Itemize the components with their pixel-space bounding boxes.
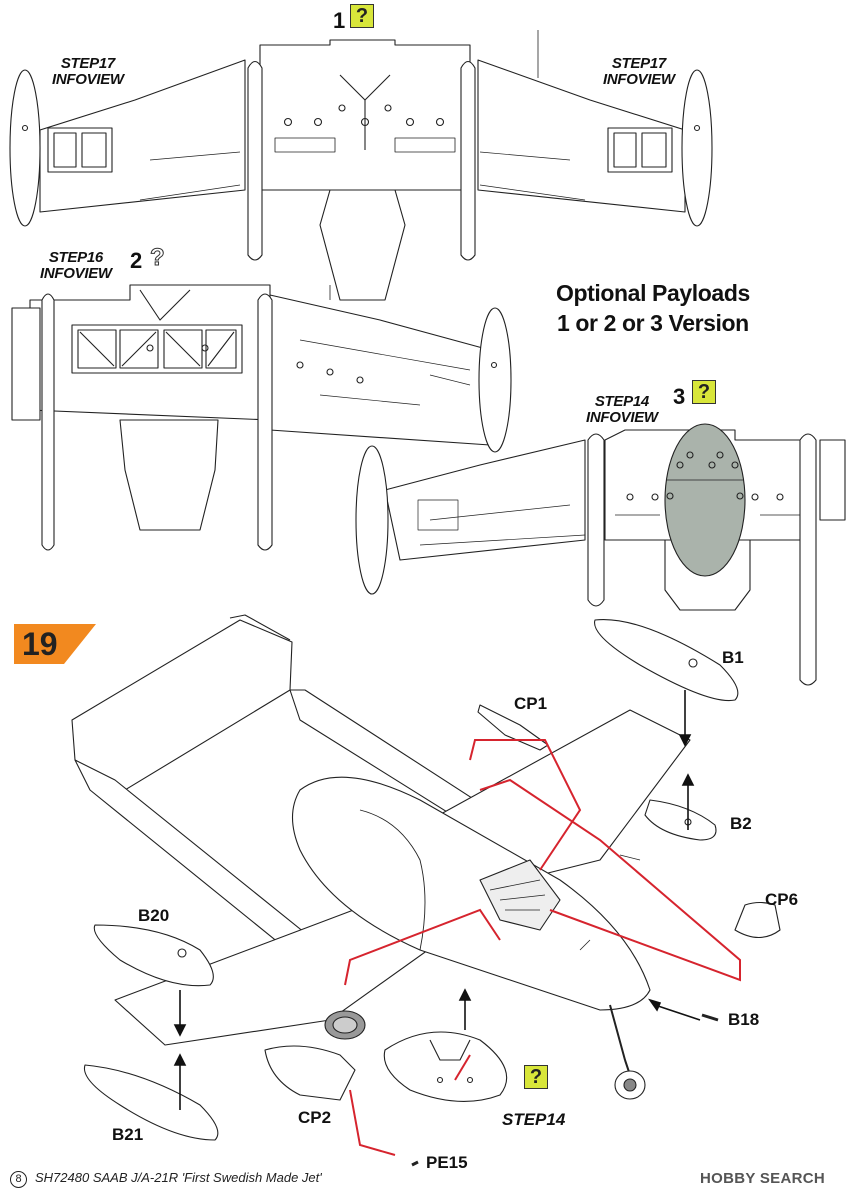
view-1-right-label: STEP17 INFOVIEW (603, 56, 675, 88)
optional-payloads-heading: Optional Payloads 1 or 2 or 3 Version (556, 278, 750, 338)
part-label-b1: B1 (722, 648, 744, 667)
part-b20-shape (93, 924, 214, 987)
part-label-cp1: CP1 (514, 694, 548, 713)
step-number: 19 (22, 626, 58, 662)
part-cp6-shape (734, 901, 781, 939)
optional-line-1: Optional Payloads (556, 280, 750, 306)
step14-pod-shape (383, 1031, 508, 1102)
part-b1-shape (594, 618, 739, 702)
part-label-b20: B20 (138, 906, 170, 925)
loose-parts (83, 618, 781, 1167)
infoview-label: STEP17 INFOVIEW (52, 55, 124, 88)
view-1-left-label: STEP17 INFOVIEW (52, 56, 124, 88)
infoview-label: STEP14 INFOVIEW (586, 393, 658, 426)
view-3-number: 3 (673, 384, 686, 409)
part-b2-shape (644, 799, 717, 841)
step-flag (14, 624, 96, 664)
payload-pod-shape (664, 423, 746, 577)
view-2-label: STEP16 INFOVIEW (40, 250, 112, 282)
part-label-cp6: CP6 (765, 890, 799, 909)
infoview-label: STEP17 INFOVIEW (603, 55, 675, 88)
part-label-pe15: PE15 (426, 1153, 468, 1172)
arrows (173, 690, 701, 1110)
step14-reference: STEP14 (502, 1110, 566, 1129)
footer-caption: 8 SH72480 SAAB J/A-21R 'First Swedish Mad… (10, 1170, 322, 1188)
part-label-cp2: CP2 (298, 1108, 332, 1127)
isometric-airframe (71, 614, 691, 1100)
part-cp1-shape (477, 704, 549, 751)
part-cp2-shape (264, 1045, 356, 1101)
question-icon: ? (692, 380, 716, 404)
part-b21-shape (83, 1064, 219, 1141)
part-label-b2: B2 (730, 814, 752, 833)
part-label-b18: B18 (728, 1010, 760, 1029)
question-icon: ? (350, 4, 374, 28)
view-2-underside (11, 284, 512, 551)
view-2-number: 2 (130, 248, 143, 273)
callout-lines (344, 739, 741, 1156)
question-outline-icon: ? (150, 244, 166, 272)
view-1-number: 1 (333, 8, 346, 33)
infoview-label: STEP16 INFOVIEW (40, 249, 112, 282)
part-label-b21: B21 (112, 1125, 144, 1144)
footer-text: SH72480 SAAB J/A-21R 'First Swedish Made… (35, 1170, 322, 1185)
view-1-underside (9, 30, 713, 301)
optional-line-2: 1 or 2 or 3 Version (557, 310, 749, 336)
watermark: HOBBY SEARCH (700, 1170, 826, 1187)
question-icon: ? (524, 1065, 548, 1089)
view-3-underside (355, 423, 846, 686)
page-number: 8 (10, 1171, 27, 1188)
view-3-label: STEP14 INFOVIEW (586, 394, 658, 426)
